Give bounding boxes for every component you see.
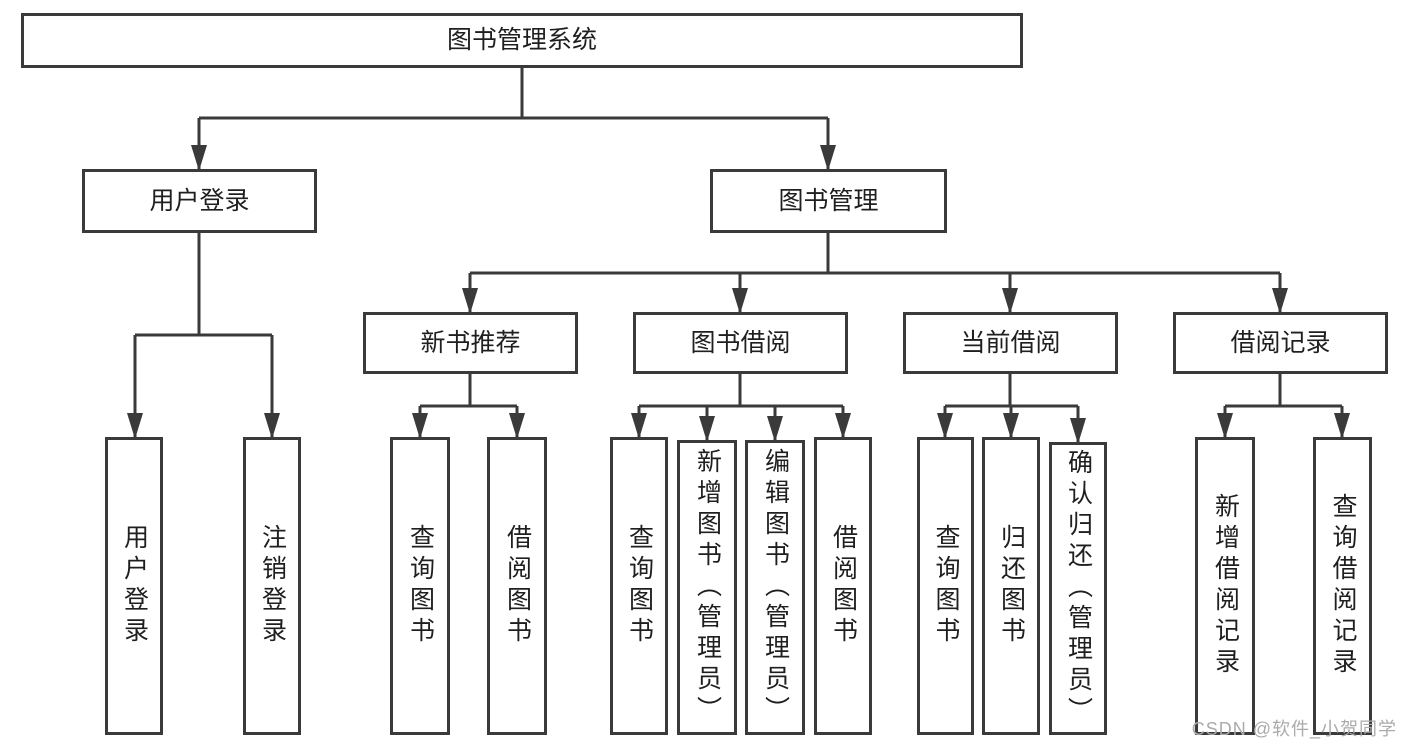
leaf-current-return-book: 归还图书 <box>982 437 1040 735</box>
node-new-book-recommend: 新书推荐 <box>363 312 578 374</box>
leaf-recommend-query-book: 查询图书 <box>390 437 450 735</box>
leaf-borrow-edit-book-admin: 编辑图书（管理员） <box>745 440 805 735</box>
leaf-recommend-borrow-book: 借阅图书 <box>487 437 547 735</box>
node-book-borrow: 图书借阅 <box>633 312 848 374</box>
node-user-login: 用户登录 <box>82 169 317 233</box>
node-borrow-record: 借阅记录 <box>1173 312 1388 374</box>
connector-group-book-mgmt <box>462 233 1288 314</box>
leaf-borrow-add-book-admin: 新增图书（管理员） <box>677 440 737 735</box>
leaf-borrow-query-book: 查询图书 <box>610 437 668 735</box>
leaf-record-add-borrow-record: 新增借阅记录 <box>1195 437 1255 735</box>
connector-group-new-book <box>412 374 525 439</box>
csdn-watermark: CSDN @软件_小贺同学 <box>1191 719 1397 739</box>
leaf-current-query-book: 查询图书 <box>917 437 974 735</box>
connector-group-borrow-record <box>1217 374 1350 439</box>
leaf-current-confirm-return-admin: 确认归还（管理员） <box>1049 442 1107 735</box>
connector-group-book-borrow <box>631 374 851 442</box>
leaf-user-login: 用户登录 <box>105 437 163 735</box>
node-current-borrow: 当前借阅 <box>903 312 1118 374</box>
connector-group-user-login <box>127 233 280 439</box>
leaf-logout: 注销登录 <box>243 437 301 735</box>
connector-group-root <box>191 68 836 171</box>
leaf-borrow-borrow-book: 借阅图书 <box>814 437 872 735</box>
connector-group-current-borrow <box>937 374 1086 444</box>
node-library-system: 图书管理系统 <box>21 13 1023 68</box>
node-book-management: 图书管理 <box>710 169 947 233</box>
leaf-record-query-borrow-record: 查询借阅记录 <box>1313 437 1372 735</box>
